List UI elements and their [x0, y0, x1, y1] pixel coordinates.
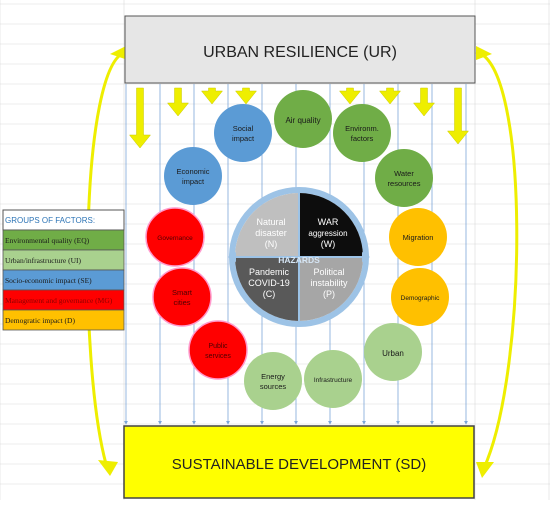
svg-text:Urban: Urban	[382, 349, 404, 358]
sustainable-development-label: SUSTAINABLE DEVELOPMENT (SD)	[172, 456, 427, 473]
hazard-pandemic-line3: (C)	[263, 289, 276, 299]
hazard-war-line1: WAR	[318, 217, 339, 227]
svg-text:Water: Water	[394, 169, 414, 178]
hazard-political-line1: Political	[313, 267, 344, 277]
svg-text:resources: resources	[388, 179, 421, 188]
right-curved-arrow-tail	[476, 46, 492, 60]
hazard-political-line3: (P)	[323, 289, 335, 299]
legend-title: GROUPS OF FACTORS:	[5, 216, 95, 225]
factor-migration: Migration	[389, 208, 447, 266]
hazard-natural-line1: Natural	[256, 217, 285, 227]
legend: GROUPS OF FACTORS: Environmental quality…	[2, 209, 125, 331]
hazard-pandemic-quadrant	[235, 257, 299, 321]
factor-water-resources: Water resources	[375, 149, 433, 207]
factor-demographic: Demographic	[391, 268, 449, 326]
svg-text:services: services	[205, 353, 231, 360]
urban-resilience-label: URBAN RESILIENCE (UR)	[203, 44, 397, 61]
hazard-war-quadrant	[299, 193, 363, 257]
hazard-natural-line2: disaster	[255, 228, 287, 238]
svg-text:Infrastructure: Infrastructure	[314, 377, 353, 384]
svg-text:cities: cities	[173, 298, 190, 307]
legend-item-urban: Urban/infrastructure (UI)	[5, 256, 82, 265]
hazard-war-line2: aggression	[308, 229, 347, 238]
svg-text:Public: Public	[208, 343, 228, 350]
legend-item-management: Management and governance (MG)	[5, 296, 113, 305]
svg-text:Migration: Migration	[403, 233, 434, 242]
hazard-pandemic-line2: COVID-19	[248, 278, 290, 288]
left-curved-arrow-head	[98, 460, 118, 476]
left-curved-arrow-tail	[110, 46, 128, 60]
svg-text:Environm.: Environm.	[345, 124, 379, 133]
factor-smart-cities: Smart cities	[152, 267, 212, 327]
factor-urban: Urban	[364, 323, 422, 381]
factor-air-quality: Air quality	[274, 90, 332, 148]
right-curved-arrow-head	[476, 462, 494, 478]
hazards-circle	[228, 187, 370, 327]
svg-text:Demographic: Demographic	[401, 295, 440, 302]
svg-text:Energy: Energy	[261, 372, 285, 381]
factor-infrastructure: Infrastructure	[304, 350, 362, 408]
hazard-war-line3: (W)	[321, 239, 336, 249]
hazard-natural-line3: (N)	[265, 239, 278, 249]
svg-text:Smart: Smart	[172, 288, 193, 297]
right-curved-arrow	[475, 50, 519, 469]
svg-text:sources: sources	[260, 382, 287, 391]
svg-text:factors: factors	[351, 134, 374, 143]
sustainable-development-box	[123, 425, 475, 499]
legend-item-environmental: Environmental quality (EQ)	[5, 236, 90, 245]
urban-resilience-box	[124, 15, 476, 84]
down-arrows	[128, 87, 470, 149]
svg-text:Social: Social	[233, 124, 254, 133]
factor-economic-impact: Economic impact	[164, 147, 222, 205]
hazard-pandemic-line1: Pandemic	[249, 267, 290, 277]
svg-text:Governance: Governance	[157, 235, 193, 242]
svg-text:Economic: Economic	[177, 167, 210, 176]
hazard-political-quadrant	[299, 257, 363, 321]
legend-item-socio-economic: Socio-economic impact (SE)	[5, 276, 92, 285]
factor-energy-sources: Energy sources	[244, 352, 302, 410]
svg-text:Air quality: Air quality	[285, 116, 320, 125]
factor-governance: Governance	[145, 207, 205, 267]
legend-item-demographic: Demogratic impact (D)	[5, 316, 75, 325]
factor-public-services: Public services	[188, 320, 248, 380]
hazards-label: HAZARDS	[278, 255, 320, 265]
hazard-natural-quadrant	[235, 193, 299, 257]
svg-text:impact: impact	[232, 134, 255, 143]
factor-social-impact: Social impact	[214, 104, 272, 162]
hazard-political-line2: instability	[310, 278, 348, 288]
factor-environmental-factors: Environm. factors	[333, 104, 391, 162]
svg-text:impact: impact	[182, 177, 205, 186]
